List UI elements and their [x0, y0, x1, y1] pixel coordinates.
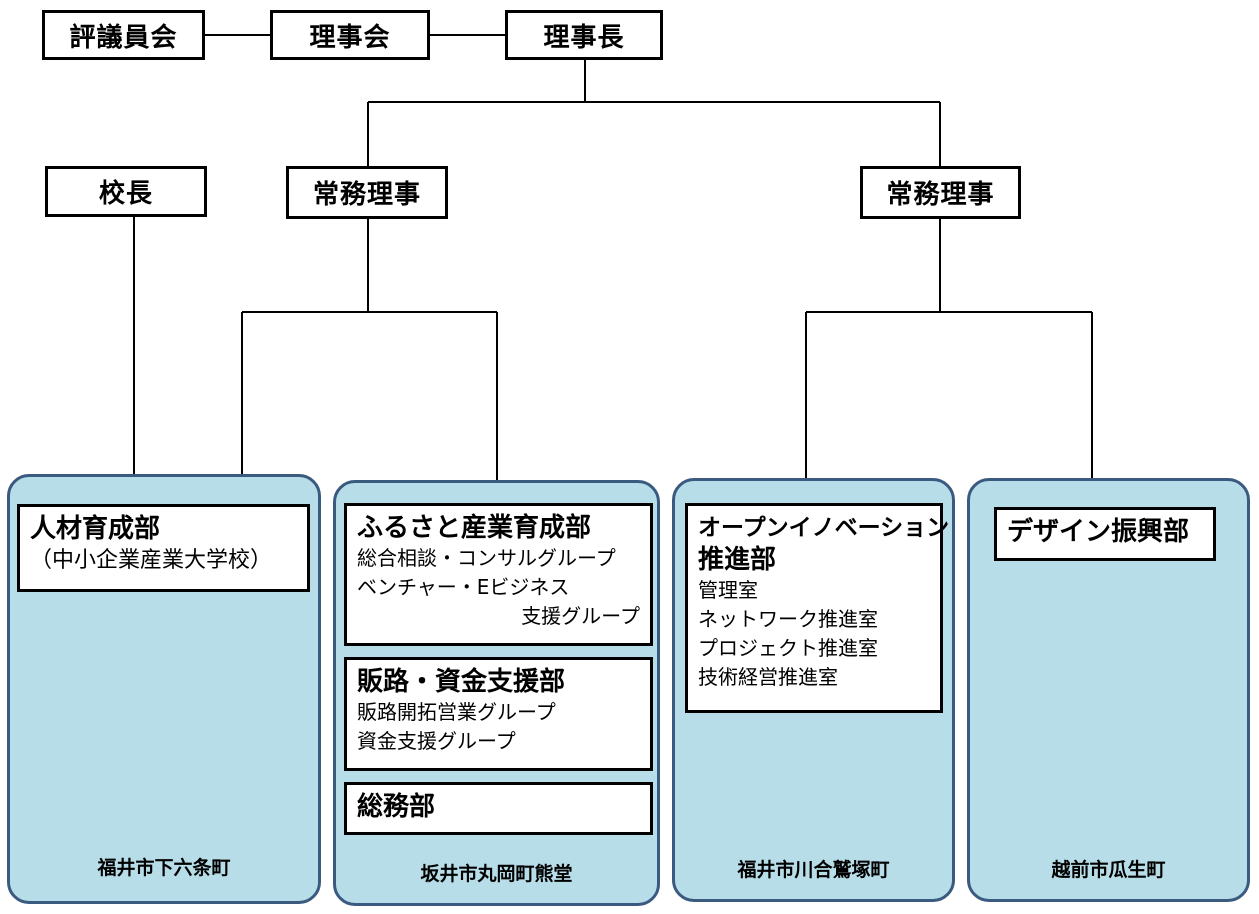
dept-innovation-title-2: 推進部	[698, 545, 777, 575]
dept-design-title: デザイン振興部	[1007, 517, 1190, 547]
location-furusato: 坂井市丸岡町熊堂	[420, 863, 573, 885]
dept-hr-title: 人材育成部	[30, 514, 161, 544]
dept-furusato-line-2: ベンチャー・Eビジネス	[357, 575, 570, 599]
dept-hr-sub: （中小企業産業大学校）	[30, 548, 273, 573]
dept-sales-finance: 販路・資金支援部 販路開拓営業グループ 資金支援グループ	[344, 657, 653, 771]
principal-box: 校長	[45, 166, 207, 217]
panel-innovation: オープンイノベーション 推進部 管理室 ネットワーク推進室 プロジェクト推進室 …	[672, 478, 955, 902]
panel-design: デザイン振興部 越前市瓜生町	[967, 478, 1250, 902]
chairman-box: 理事長	[505, 10, 663, 60]
dept-innovation: オープンイノベーション 推進部 管理室 ネットワーク推進室 プロジェクト推進室 …	[685, 503, 950, 713]
dept-design: デザイン振興部	[994, 507, 1216, 561]
dept-furusato: ふるさと産業育成部 総合相談・コンサルグループ ベンチャー・Eビジネス 支援グル…	[344, 503, 653, 646]
dept-innovation-line-4: 技術経営推進室	[698, 665, 838, 689]
board-label: 理事会	[309, 22, 391, 53]
dept-sales-finance-line-1: 販路開拓営業グループ	[357, 700, 556, 724]
dept-furusato-line-1: 総合相談・コンサルグループ	[357, 546, 616, 570]
dept-hr: 人材育成部 （中小企業産業大学校）	[17, 504, 310, 592]
location-innovation: 福井市川合鷲塚町	[737, 859, 890, 881]
council-box: 評議員会	[42, 10, 205, 60]
dept-sales-finance-line-2: 資金支援グループ	[357, 729, 516, 753]
dept-furusato-title: ふるさと産業育成部	[357, 513, 592, 543]
panel-hr: 人材育成部 （中小企業産業大学校） 福井市下六条町	[7, 474, 321, 904]
director-right-box: 常務理事	[860, 166, 1021, 219]
panel-furusato: ふるさと産業育成部 総合相談・コンサルグループ ベンチャー・Eビジネス 支援グル…	[333, 480, 660, 906]
chairman-label: 理事長	[543, 22, 625, 53]
board-box: 理事会	[270, 10, 430, 60]
dept-innovation-title-1: オープンイノベーション	[698, 515, 950, 541]
location-hr: 福井市下六条町	[97, 857, 231, 879]
dept-innovation-line-2: ネットワーク推進室	[698, 607, 878, 631]
director-left-label: 常務理事	[312, 180, 421, 210]
dept-furusato-line-3: 支援グループ	[521, 604, 640, 628]
dept-innovation-line-3: プロジェクト推進室	[698, 636, 878, 660]
director-right-label: 常務理事	[886, 180, 995, 210]
dept-innovation-line-1: 管理室	[698, 578, 758, 602]
dept-general-affairs: 総務部	[344, 782, 653, 835]
director-left-box: 常務理事	[286, 166, 448, 219]
dept-sales-finance-title: 販路・資金支援部	[357, 667, 566, 697]
dept-general-affairs-title: 総務部	[357, 792, 436, 822]
location-design: 越前市瓜生町	[1051, 859, 1166, 881]
principal-label: 校長	[98, 179, 153, 209]
council-label: 評議員会	[69, 22, 178, 53]
